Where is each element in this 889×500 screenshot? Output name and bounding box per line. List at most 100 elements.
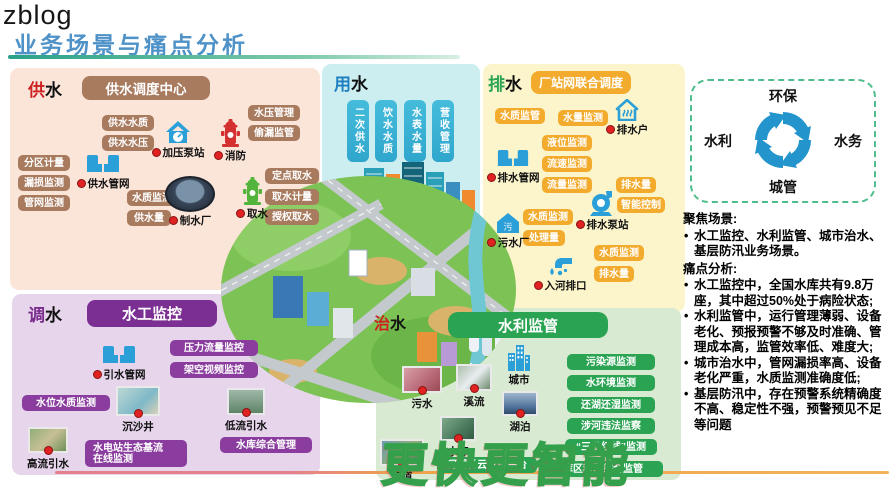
title-underline — [8, 55, 460, 59]
drain-badge: 液位监测 — [542, 135, 592, 151]
drain-badge: 水质监管 — [495, 108, 545, 124]
node-river: 河道 — [376, 439, 428, 484]
supply-badge: 定点取水 — [265, 168, 319, 184]
supply-badge: 水质监测 — [127, 190, 177, 206]
pain-item: 城市治水中，管网漏损率高、设备老化严重，水质监测准确度低; — [683, 356, 887, 387]
supply-badge: 取水计量 — [265, 189, 319, 205]
intake-hydrant-icon — [242, 177, 262, 205]
red-dot-icon — [397, 459, 407, 468]
red-dot-icon — [43, 446, 53, 455]
pain-item: 基层防汛中，存在预警系统精确度不高、稳定性不强，预警预见不足等问题 — [683, 387, 887, 434]
node-river-outfall: 入河排口 — [531, 257, 589, 293]
supply-badge: 供水水压 — [102, 135, 154, 151]
drain-badge: 智能控制 — [617, 197, 665, 213]
pipes-icon — [87, 155, 119, 172]
transfer-badge: 水库综合管理 — [220, 437, 312, 453]
red-dot-icon — [575, 220, 585, 229]
cycle-label-city-management: 城管 — [769, 179, 797, 195]
supervise-badge: 污染源监测 — [567, 354, 655, 370]
red-dot-icon — [214, 151, 223, 160]
transfer-badge-eco: 水电站生态基流 在线监测 — [85, 440, 187, 467]
red-dot-icon — [453, 434, 463, 443]
red-dot-icon — [515, 409, 525, 418]
pump-house-icon — [166, 121, 190, 143]
node-intake: 取水 — [230, 176, 274, 221]
node-drain-pipes: 排水管网 — [485, 148, 541, 185]
focus-scenarios-title: 聚焦场景: — [683, 212, 738, 226]
supervise-badge: 库区移民综合监管 — [543, 461, 663, 477]
supply-badge: 漏损监测 — [18, 175, 70, 191]
water-plant-icon — [165, 176, 215, 212]
collaboration-cycle-box: 环保 水利 水务 城管 — [690, 79, 876, 203]
pump-icon — [590, 191, 612, 216]
use-bar: 水表水量 — [404, 100, 426, 162]
red-dot-icon — [168, 216, 178, 225]
pain-item: 水工监控中，全国水库共有9.8万座，其中超过50%处于病险状态; — [683, 278, 887, 309]
red-dot-icon — [92, 370, 102, 379]
pain-item: 水利监管中，运行管理薄弱、设备老化、预报预警不够及时准确、管理成本高，监管效率低… — [683, 309, 887, 356]
supervise-badge: 河湖长云管理平台 — [437, 457, 537, 473]
node-lake: 湖泊 — [496, 391, 544, 434]
focus-item: 水工监控、水利监管、城市治水、基层防汛业务场景。 — [683, 229, 887, 260]
node-supply-pipes: 供水管网 — [68, 153, 138, 191]
supply-badge: 管网监测 — [18, 195, 70, 211]
cycle-label-environment: 环保 — [769, 88, 797, 104]
drain-badge: 水质监测 — [594, 245, 644, 261]
drain-header-badge: 厂站网联合调度 — [531, 71, 631, 94]
transfer-header-badge: 水工监控 — [87, 300, 217, 327]
drain-badge: 水量监测 — [558, 110, 608, 126]
drain-badge: 处理量 — [523, 230, 565, 246]
outfall-spout-icon — [550, 258, 572, 276]
supply-badge: 供水水质 — [102, 115, 154, 131]
node-city: 城市 — [496, 344, 542, 387]
supervise-badge: 涉河违法监察 — [567, 418, 655, 434]
use-bar: 二次供水 — [347, 100, 369, 162]
red-dot-icon — [486, 173, 496, 182]
red-dot-icon — [76, 179, 86, 188]
drain-badge: 流量监测 — [542, 177, 592, 193]
supply-badge: 授权取水 — [265, 209, 319, 225]
node-reservoir: 水库 — [434, 416, 482, 459]
transfer-badge: 压力流量监控 — [170, 340, 258, 356]
cycle-label-water-conservancy: 水利 — [704, 133, 732, 149]
red-dot-icon — [417, 386, 427, 395]
red-dot-icon — [241, 408, 251, 417]
panel-title-drain: 排水 — [488, 75, 522, 94]
supply-badge: 供水量 — [127, 210, 171, 226]
red-dot-icon — [236, 209, 245, 218]
house-waves-icon — [615, 99, 639, 121]
node-water-plant: 制水厂 — [158, 176, 222, 228]
drain-badge: 流速监测 — [542, 156, 592, 172]
red-dot-icon — [151, 148, 161, 157]
supervise-header-badge: 水利监管 — [448, 312, 608, 338]
pain-points-title: 痛点分析: — [683, 261, 738, 276]
red-dot-icon — [533, 281, 543, 290]
insights-text-block: 聚焦场景: 水工监控、水利监管、城市治水、基层防汛业务场景。 痛点分析: 水工监… — [683, 212, 887, 435]
node-sewage: 污水 — [396, 366, 448, 411]
transfer-badge: 架空视频监控 — [170, 362, 258, 378]
pipes-icon — [103, 346, 135, 363]
city-buildings-icon — [508, 345, 530, 371]
sewage-plant-icon: 污 — [497, 213, 519, 233]
transfer-badge: 水位水质监测 — [22, 395, 110, 411]
node-stream: 溪流 — [450, 364, 498, 409]
node-high-flow-diversion: 高流引水 — [20, 427, 76, 471]
node-fire: 消防 — [206, 118, 254, 163]
pipes-icon — [497, 150, 529, 167]
supply-header-badge: 供水调度中心 — [82, 76, 210, 100]
red-dot-icon — [133, 409, 143, 418]
red-dot-icon — [486, 238, 496, 247]
node-drain-pump-station: 排水泵站 — [573, 190, 631, 232]
supply-badge: 水压管理 — [248, 105, 300, 121]
drain-badge: 排水量 — [616, 177, 656, 193]
node-pressure-pump-station: 加压泵站 — [145, 120, 211, 160]
circular-arrows-icon — [755, 112, 811, 168]
supervise-badge: “三条红线”监测 — [565, 439, 657, 455]
drain-badge: 排水量 — [594, 266, 634, 282]
label-water-governance: 治水 — [374, 316, 407, 333]
node-low-flow-diversion: 低流引水 — [218, 388, 274, 433]
pain-points-list: 水工监控中，全国水库共有9.8万座，其中超过50%处于病险状态; 水利监管中，运… — [683, 278, 887, 433]
drain-badge: 水质监测 — [523, 209, 573, 225]
supply-badge: 分区计量 — [18, 155, 70, 171]
